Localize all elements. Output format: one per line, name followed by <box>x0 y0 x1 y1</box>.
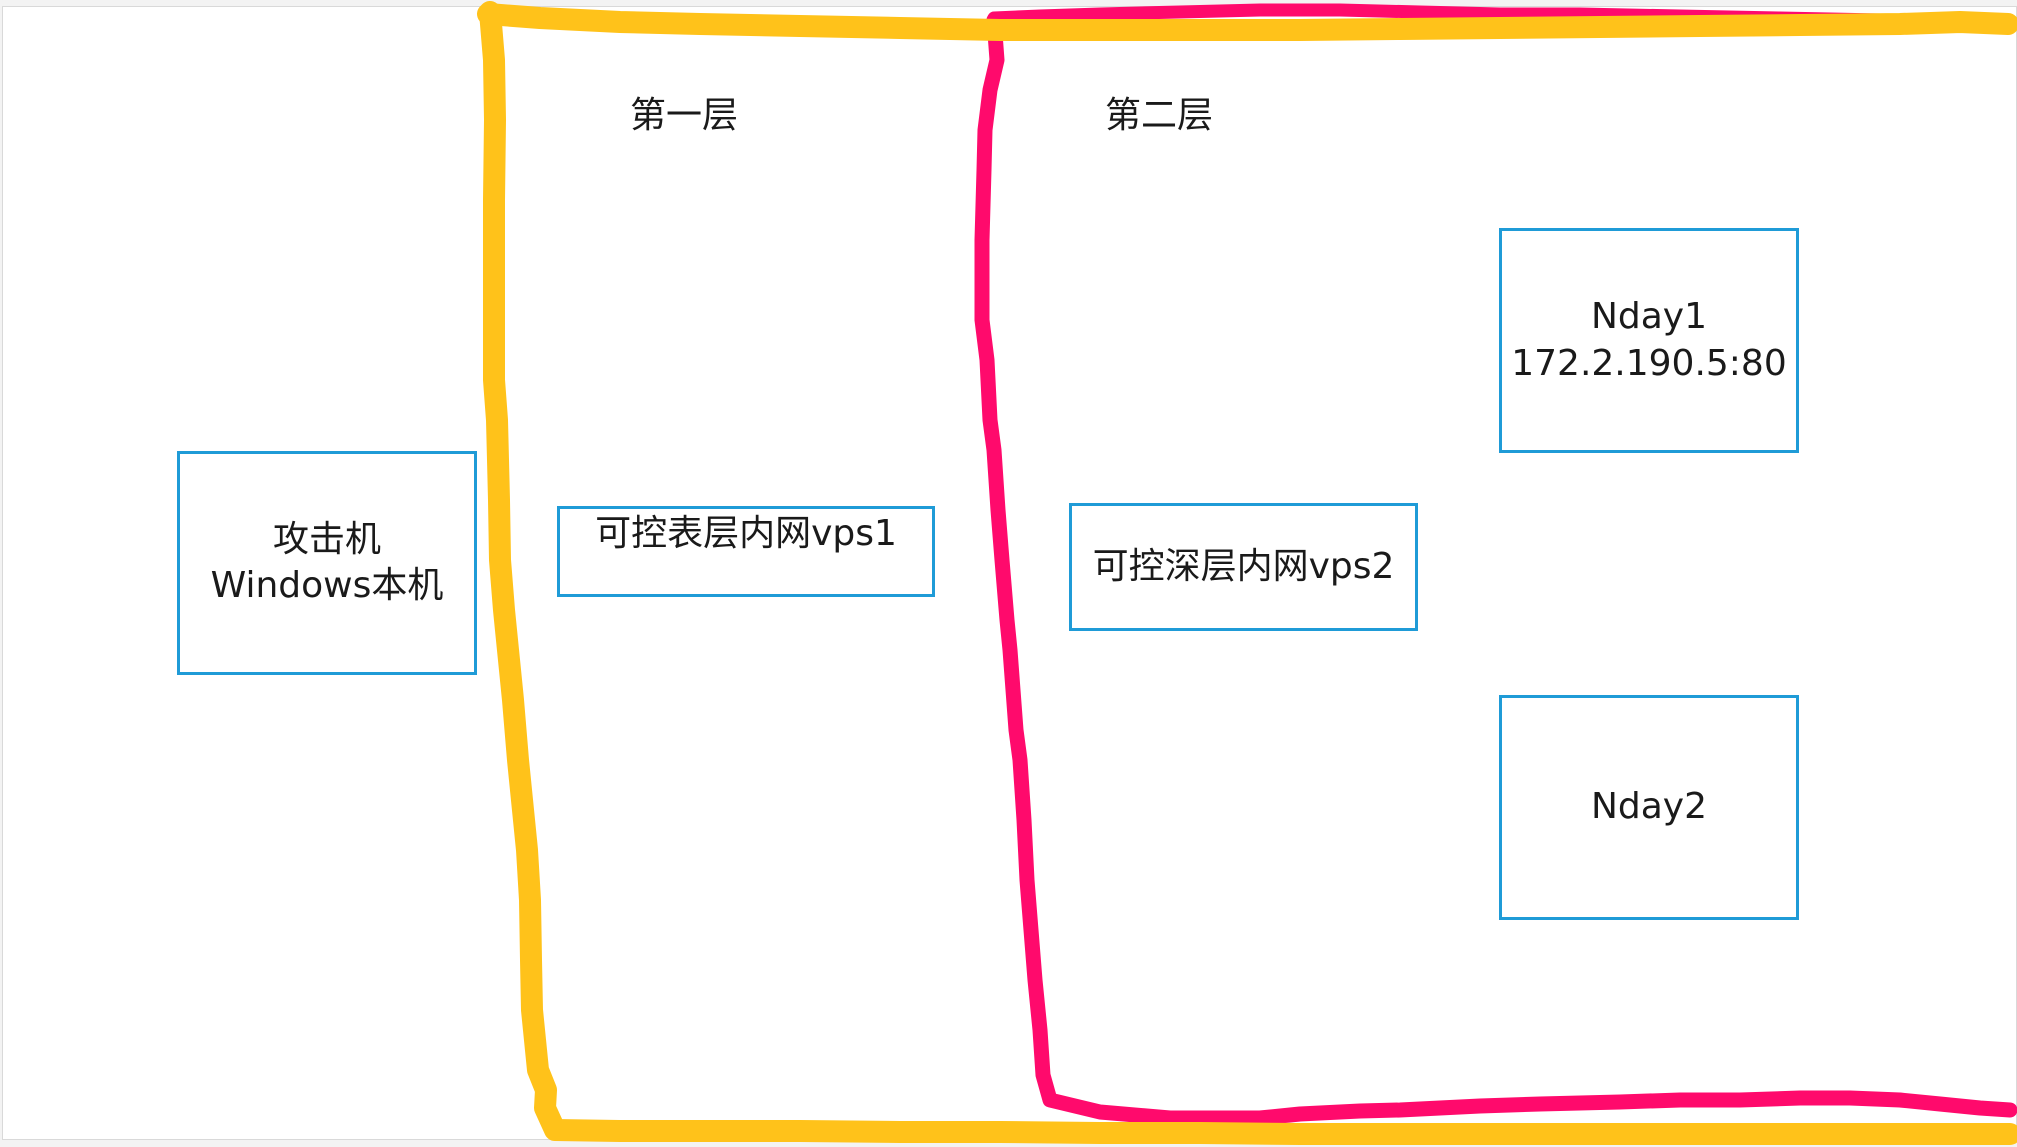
layer1-zone-outline <box>479 1 2017 1145</box>
attacker-box: 攻击机 Windows本机 <box>177 451 477 675</box>
attacker-title: 攻击机 <box>272 518 381 560</box>
nday2-title: Nday2 <box>1590 786 1708 828</box>
vps1-box: 可控表层内网vps1 <box>557 506 935 597</box>
vps2-box: 可控深层内网vps2 <box>1069 503 1418 631</box>
nday2-box: Nday2 <box>1499 695 1799 920</box>
vps2-label: 可控深层内网vps2 <box>1092 545 1395 587</box>
layer2-zone-outline <box>974 12 2017 1126</box>
nday1-box: Nday1 172.2.190.5:80 <box>1499 228 1799 453</box>
layer2-label: 第二层 <box>1105 95 1214 136</box>
vps1-label: 可控表层内网vps1 <box>595 513 897 554</box>
layer1-label: 第一层 <box>630 95 739 136</box>
nday1-title: Nday1 <box>1590 296 1708 338</box>
layer1-zone-top-edge <box>477 3 2017 41</box>
nday1-address: 172.2.190.5:80 <box>1511 342 1787 384</box>
attacker-subtitle: Windows本机 <box>210 565 444 606</box>
